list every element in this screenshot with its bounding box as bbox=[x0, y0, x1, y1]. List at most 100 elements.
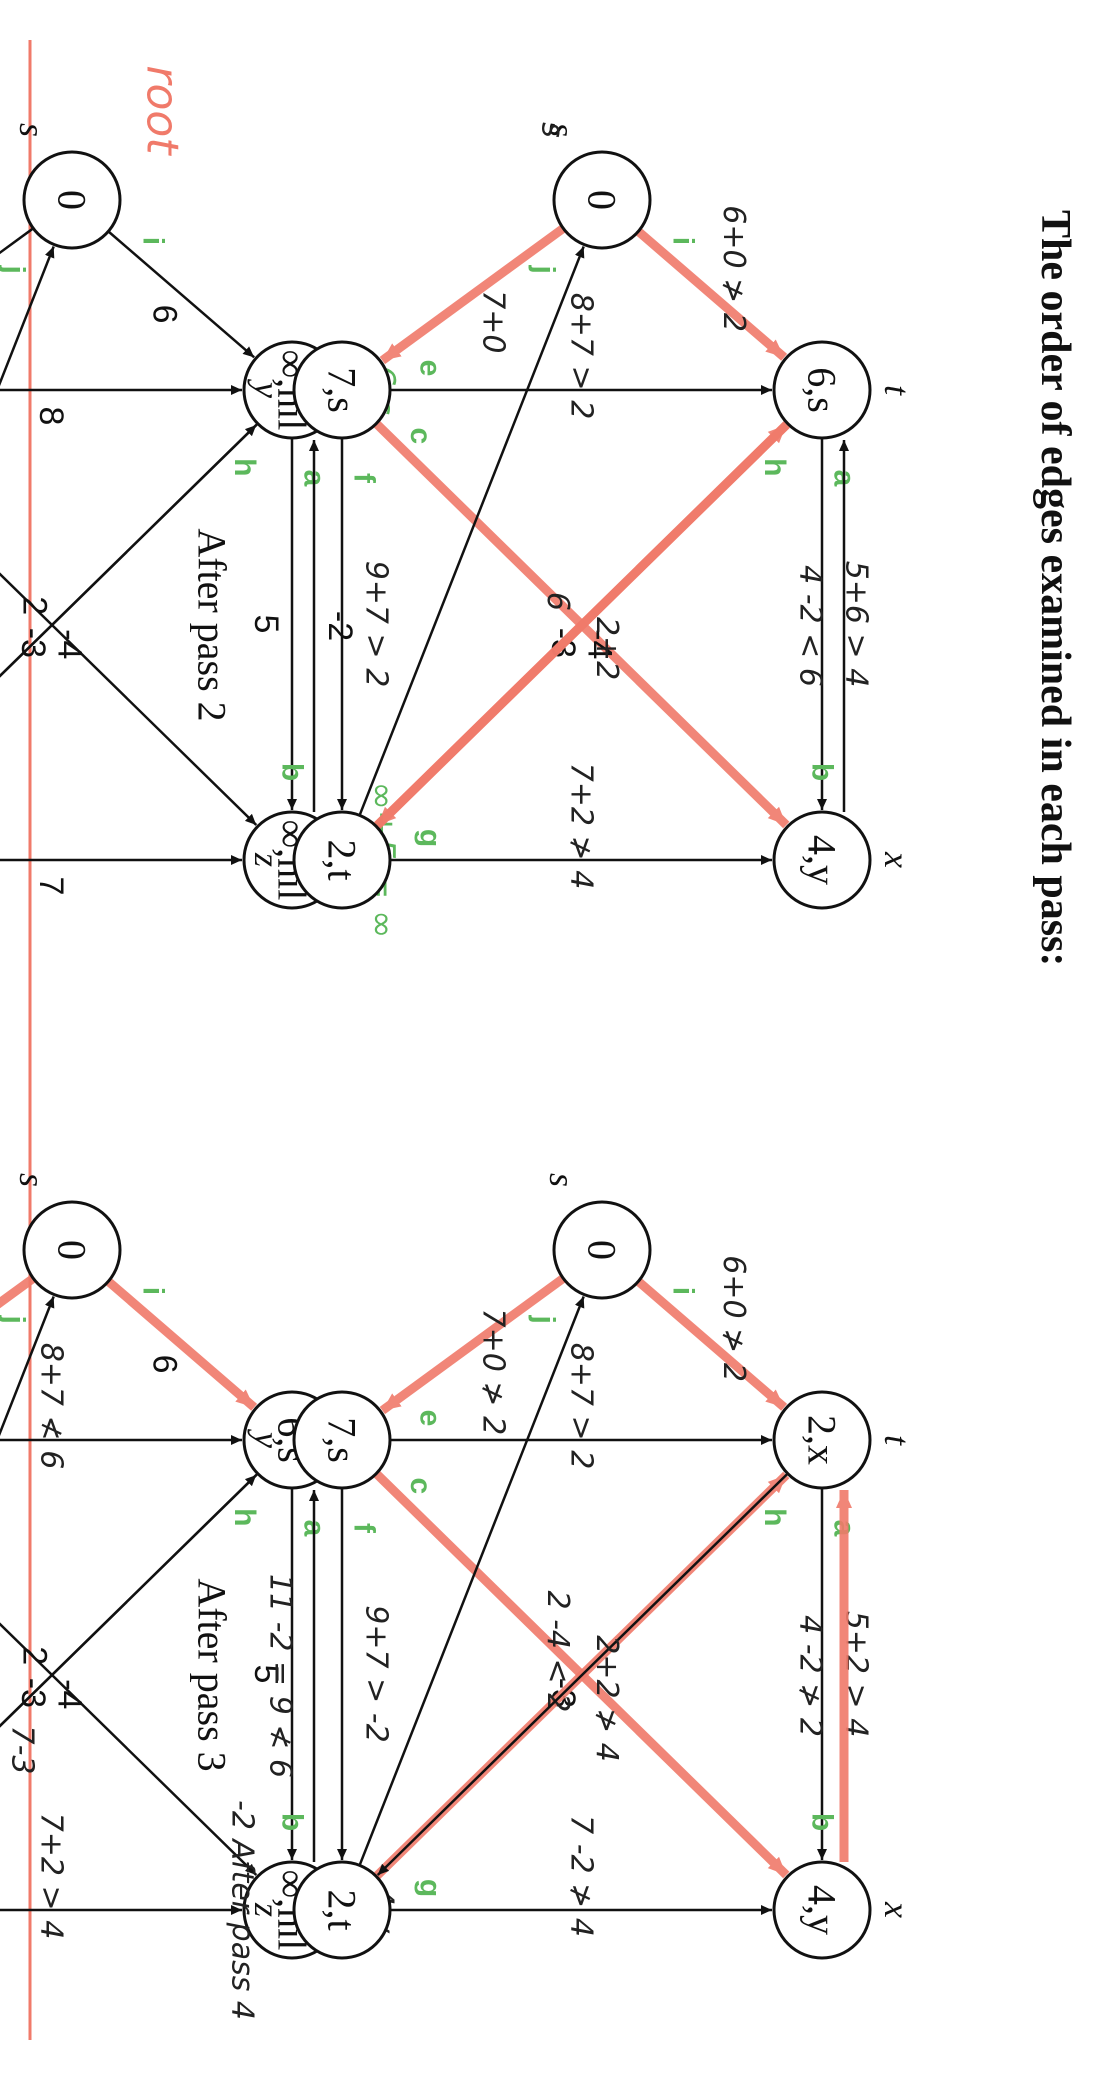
edge-weight-a: 5 bbox=[247, 1665, 285, 1684]
edge-weight-k: -4 bbox=[50, 629, 88, 659]
vertex-s bbox=[22, 150, 122, 250]
edge-letter-h: h bbox=[758, 458, 791, 476]
edge-i-highlight bbox=[105, 1277, 258, 1411]
edge-letter-i: i bbox=[666, 1287, 699, 1295]
edge-note-i: 6+0 ≯ 2 bbox=[716, 1255, 751, 1382]
edge-i-highlight bbox=[635, 227, 788, 361]
vertex-y bbox=[292, 340, 392, 440]
edge-note-j: 7+0 ≯ 2 bbox=[475, 1309, 510, 1436]
edge-letter-g: g bbox=[414, 1879, 447, 1897]
edge-letter-b: b bbox=[806, 1813, 839, 1831]
vertex-z-name: z bbox=[247, 1902, 287, 1917]
vertex-t-estimate: 6,s bbox=[800, 367, 845, 413]
edge-h-highlight bbox=[374, 420, 791, 829]
vertex-z-estimate: 2,t bbox=[320, 839, 365, 880]
edge-note-h: 2+2 bbox=[589, 617, 624, 680]
edge-letter-b: b bbox=[806, 763, 839, 781]
edge-letter-b: b bbox=[276, 763, 309, 781]
edge-h bbox=[0, 422, 259, 826]
vertex-s-name: s bbox=[12, 123, 52, 137]
edge-letter-j: j bbox=[0, 1315, 30, 1324]
vertex-s-estimate: 0 bbox=[580, 1240, 625, 1260]
edge-weight-h: 2 bbox=[16, 1646, 54, 1665]
edge-letter-j: j bbox=[527, 1315, 560, 1324]
edge-h bbox=[0, 1472, 259, 1876]
edge-letter-g: g bbox=[414, 829, 447, 847]
vertex-z bbox=[292, 810, 392, 910]
vertex-s-estimate: 0 bbox=[50, 1240, 95, 1260]
edge-letter-f: f bbox=[348, 1523, 381, 1534]
edge-weight-k: -4 bbox=[50, 1679, 88, 1709]
edge-note-i: 6+0 ≯ 2 bbox=[716, 205, 751, 332]
edge-letter-i: i bbox=[666, 237, 699, 245]
edge-note-b: 4 -2 < 6 bbox=[793, 565, 828, 687]
vertex-s bbox=[22, 1200, 122, 1300]
panel-caption: After pass 2 bbox=[190, 528, 235, 721]
edge-i-highlight bbox=[635, 1277, 788, 1411]
edge-weight-g: 7 bbox=[32, 877, 70, 896]
edge-letter-i: i bbox=[136, 1287, 169, 1295]
vertex-y-name: y bbox=[247, 1429, 287, 1448]
edge-letter-e: e bbox=[414, 1410, 447, 1427]
edge-weight-e: 8 bbox=[32, 407, 70, 426]
edge-i bbox=[107, 230, 255, 359]
vertex-x bbox=[772, 1860, 872, 1960]
vertex-s-estimate: 0 bbox=[50, 190, 95, 210]
edge-note-h: 2+2 ≯ 4 bbox=[589, 1635, 624, 1762]
edge-letter-j: j bbox=[0, 265, 30, 274]
vertex-y-name: y bbox=[247, 379, 287, 398]
panel-2: 6i7j5ab11 -2 = 9 ≮ 6-3c-4e8+7 ≮ 6f9+7 > … bbox=[0, 1173, 400, 1960]
root-annotation: root bbox=[137, 65, 188, 156]
vertex-s-name: s bbox=[542, 1173, 582, 1187]
vertex-s bbox=[552, 150, 652, 250]
vertex-s-name: s bbox=[12, 1173, 52, 1187]
edge-sz bbox=[358, 246, 585, 816]
edge-letter-c: c bbox=[404, 1478, 437, 1495]
edge-note-g: 7+2 > 4 bbox=[34, 1813, 69, 1940]
vertex-t bbox=[772, 340, 872, 440]
edge-letter-j: j bbox=[527, 265, 560, 274]
vertex-x-estimate: 4,y bbox=[800, 1885, 845, 1935]
edge-j bbox=[0, 227, 34, 362]
edge-note-f: 9+7 > 2 bbox=[359, 561, 394, 688]
edge-weight-a: 5 bbox=[247, 615, 285, 634]
edge-letter-c: c bbox=[404, 428, 437, 445]
edge-sz bbox=[0, 1296, 55, 1866]
edge-letter-f: f bbox=[348, 473, 381, 484]
vertex-x bbox=[772, 810, 872, 910]
vertex-t-name: t bbox=[877, 1435, 917, 1446]
edge-note-b: 4 -2 ≯ 2 bbox=[793, 1615, 828, 1737]
edge-j-highlight bbox=[379, 1274, 566, 1415]
vertex-t bbox=[772, 1390, 872, 1490]
edge-weight-i: 6 bbox=[145, 1355, 183, 1374]
edge-letter-h: h bbox=[228, 1508, 261, 1526]
edge-weight-k: -4 bbox=[580, 629, 618, 659]
vertex-x-name: x bbox=[877, 851, 917, 868]
edge-j-highlight bbox=[379, 224, 566, 365]
edge-sz bbox=[0, 246, 55, 816]
edge-note-f: 9+7 > -2 bbox=[359, 1605, 394, 1742]
vertex-s-name: s bbox=[542, 123, 582, 137]
note-z: -2 After pass 4 bbox=[225, 1800, 260, 2020]
vertex-z bbox=[292, 1860, 392, 1960]
edge-letter-i: i bbox=[136, 237, 169, 245]
vertex-x-estimate: 4,y bbox=[800, 835, 845, 885]
edge-letter-h: h bbox=[228, 458, 261, 476]
edge-note-e: 8+7 > 2 bbox=[564, 1343, 599, 1470]
edge-note-k: 2 -4 < 2 bbox=[540, 1590, 575, 1712]
edge-letter-e: e bbox=[414, 360, 447, 377]
vertex-t-name: t bbox=[877, 385, 917, 396]
note-cz: 7-3 bbox=[5, 1726, 40, 1775]
edge-note-g: 7 -2 ≯ 4 bbox=[564, 1815, 599, 1937]
edge-note-e: 8+7 > 2 bbox=[564, 293, 599, 420]
vertex-y-estimate: 7,s bbox=[320, 1417, 365, 1463]
edge-note-g: 7+2 ≯ 4 bbox=[564, 763, 599, 890]
vertex-y bbox=[292, 1390, 392, 1490]
vertex-s bbox=[552, 1200, 652, 1300]
edge-order-footer: The order of edges examined in each pass… bbox=[1032, 210, 1078, 966]
edge-weight-h: 2 bbox=[16, 596, 54, 615]
